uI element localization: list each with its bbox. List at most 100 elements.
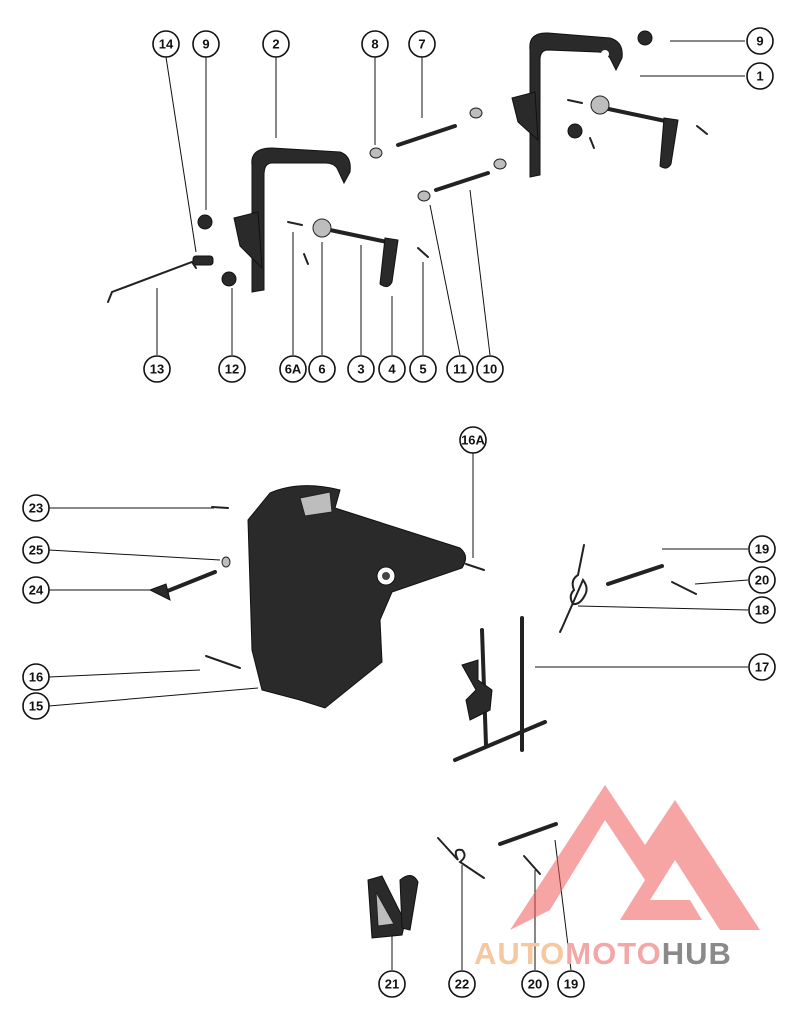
pin-left-small [303, 253, 309, 265]
callout-16: 16 [22, 663, 50, 691]
clamp-bracket-right [511, 32, 623, 178]
callout-2: 2 [262, 30, 290, 58]
callout-10: 10 [476, 355, 504, 383]
callout-11: 11 [446, 355, 474, 383]
rod-13 [107, 260, 197, 303]
callout-1: 1 [746, 62, 774, 90]
clamp-screw-left [312, 218, 399, 288]
svg-text:1: 1 [756, 69, 763, 84]
washer-25 [221, 556, 231, 568]
pin-5-left [417, 247, 429, 258]
svg-text:6A: 6A [285, 362, 302, 377]
callout-6a: 6A [279, 355, 307, 383]
watermark-moto: MOTO [565, 936, 662, 971]
screw-23 [211, 506, 229, 509]
svg-text:16A: 16A [461, 433, 485, 448]
pin-right-a [589, 137, 595, 149]
callout-19-bottom: 19 [557, 970, 585, 998]
spring-22 [437, 837, 485, 879]
svg-text:17: 17 [755, 660, 769, 675]
svg-text:3: 3 [357, 362, 364, 377]
callout-3: 3 [347, 355, 375, 383]
washer-7b [469, 107, 483, 119]
automotohub-logo-triangle [510, 785, 760, 930]
callout-17: 17 [748, 653, 776, 681]
callout-13: 13 [143, 355, 171, 383]
svg-text:4: 4 [388, 362, 396, 377]
svg-text:6: 6 [318, 362, 325, 377]
svg-text:25: 25 [29, 543, 43, 558]
callout-20-bottom: 20 [521, 970, 549, 998]
nut-9-left [197, 214, 213, 230]
svg-text:21: 21 [385, 977, 399, 992]
watermark-auto: AUTO [474, 936, 566, 971]
svg-text:11: 11 [453, 362, 467, 377]
callout-23: 23 [22, 494, 50, 522]
svg-text:23: 23 [29, 501, 43, 516]
callout-22: 22 [448, 970, 476, 998]
washer-11 [417, 190, 431, 202]
washer-10b [493, 158, 507, 170]
callout-16a: 16A [459, 426, 487, 454]
svg-text:19: 19 [755, 542, 769, 557]
svg-text:18: 18 [755, 603, 769, 618]
tilt-lever-17 [453, 616, 547, 762]
spring-18 [559, 544, 588, 633]
svg-text:7: 7 [418, 37, 425, 52]
callout-24: 24 [22, 576, 50, 604]
svg-text:2: 2 [272, 37, 279, 52]
leader-lines [48, 40, 749, 971]
callout-18: 18 [748, 596, 776, 624]
spring-14 [192, 255, 214, 266]
screw-right [567, 99, 583, 104]
callout-12: 12 [218, 355, 246, 383]
svg-text:20: 20 [528, 977, 542, 992]
pin-19-lower [498, 822, 558, 846]
screw-16 [205, 655, 241, 669]
nut-12 [221, 271, 237, 287]
callout-5: 5 [409, 355, 437, 383]
washer-8 [369, 147, 383, 159]
callout-20-right: 20 [748, 566, 776, 594]
svg-text:14: 14 [159, 37, 174, 52]
screw-6a [287, 221, 303, 226]
cotter-20-lower [523, 855, 541, 875]
watermark-brand: AUTOMOTOHUB [474, 936, 732, 972]
bracket-21 [367, 875, 419, 939]
callout-25: 25 [22, 536, 50, 564]
callout-6: 6 [308, 355, 336, 383]
callout-7: 7 [408, 30, 436, 58]
svg-text:9: 9 [756, 34, 763, 49]
svg-text:15: 15 [29, 699, 43, 714]
callout-9: 9 [192, 30, 220, 58]
svg-text:10: 10 [483, 362, 497, 377]
svg-text:5: 5 [419, 362, 426, 377]
svg-text:20: 20 [755, 573, 769, 588]
svg-text:24: 24 [29, 583, 44, 598]
callout-4: 4 [378, 355, 406, 383]
pin-7 [396, 124, 457, 147]
svg-text:12: 12 [225, 362, 239, 377]
callout-9-right: 9 [746, 27, 774, 55]
svg-text:22: 22 [455, 977, 469, 992]
svg-text:16: 16 [29, 670, 43, 685]
swivel-bracket [247, 485, 466, 709]
clamp-bracket-left [233, 147, 351, 293]
callout-21: 21 [378, 970, 406, 998]
pin-19-upper [606, 564, 664, 586]
callout-14: 14 [152, 30, 180, 58]
cotter-20-upper [671, 581, 697, 595]
screw-24 [148, 570, 217, 601]
watermark-hub: HUB [661, 936, 732, 971]
pin-10 [434, 171, 490, 192]
callout-8: 8 [361, 30, 389, 58]
svg-text:19: 19 [564, 977, 578, 992]
nut-9-right [637, 30, 653, 46]
callout-15: 15 [22, 692, 50, 720]
pin-right-b [696, 125, 708, 135]
svg-text:8: 8 [371, 37, 378, 52]
svg-text:13: 13 [150, 362, 164, 377]
callout-19-right: 19 [748, 535, 776, 563]
clamp-screw-right [590, 95, 679, 169]
